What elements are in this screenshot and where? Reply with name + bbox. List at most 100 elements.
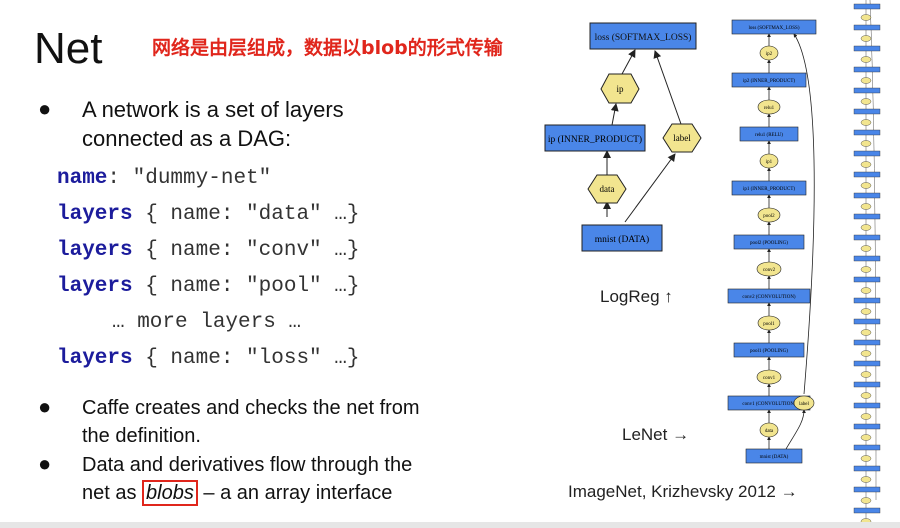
imagenet-blob-node xyxy=(860,224,872,231)
imagenet-layer-node xyxy=(853,3,881,10)
lenet-node-mnist-label: mnist (DATA) xyxy=(760,455,789,460)
lenet-blob-data-label: data xyxy=(765,429,774,434)
imagenet-layer-node xyxy=(853,318,881,325)
code-keyword: layers xyxy=(57,203,133,226)
code-text: { name: "conv" …} xyxy=(132,239,360,262)
code-keyword: layers xyxy=(57,239,133,262)
lenet-blob-conv2 xyxy=(756,261,782,277)
imagenet-blob-node xyxy=(860,476,872,483)
node-loss-label: loss (SOFTMAX_LOSS) xyxy=(595,32,692,43)
imagenet-layer-node xyxy=(853,297,881,304)
lenet-blob-ip2-label: ip2 xyxy=(766,52,773,57)
logreg-graph: loss (SOFTMAX_LOSS) ip ip (INNER_PRODUCT… xyxy=(544,22,702,252)
imagenet-layer-node xyxy=(853,213,881,220)
code-text: : "dummy-net" xyxy=(107,167,272,190)
imagenet-layer-node xyxy=(853,486,881,493)
imagenet-layer-node xyxy=(853,150,881,157)
imagenet-blob-node xyxy=(860,203,872,210)
lenet-blob-conv1-label: conv1 xyxy=(763,376,776,381)
imagenet-blob-node xyxy=(860,161,872,168)
imagenet-blob-node xyxy=(860,56,872,63)
node-label xyxy=(662,123,702,153)
node-loss xyxy=(589,22,697,50)
lenet-blob-ip1 xyxy=(759,153,779,169)
lenet-node-conv2-label: conv2 (CONVOLUTION) xyxy=(742,295,796,300)
lenet-blob-ip1-label: ip1 xyxy=(766,160,773,165)
code-line-layer-pool: layers { name: "pool" …} xyxy=(57,275,359,298)
lenet-blob-label xyxy=(793,395,815,411)
imagenet-layer-node xyxy=(853,402,881,409)
lenet-blob-conv1 xyxy=(756,369,782,385)
lenet-node-ip2 xyxy=(731,72,807,88)
code-line-more: … more layers … xyxy=(112,311,301,334)
code-text: { name: "data" …} xyxy=(132,203,360,226)
imagenet-layer-node xyxy=(853,255,881,262)
lenet-node-mnist xyxy=(745,448,803,464)
imagenet-layer-node xyxy=(853,360,881,367)
code-line-layer-conv: layers { name: "conv" …} xyxy=(57,239,359,262)
lenet-blob-relu1 xyxy=(757,99,781,115)
imagenet-layer-node xyxy=(853,24,881,31)
bullet-line: connected as a DAG: xyxy=(82,126,292,151)
imagenet-blob-node xyxy=(860,119,872,126)
imagenet-blob-node xyxy=(860,434,872,441)
edge-label-loss xyxy=(653,50,682,125)
code-text: { name: "loss" …} xyxy=(132,347,360,370)
imagenet-blob-node xyxy=(860,140,872,147)
caption-imagenet: ImageNet, Krizhevsky 2012 → xyxy=(568,482,798,501)
node-ip-layer xyxy=(544,124,646,152)
imagenet-blob-node xyxy=(860,182,872,189)
imagenet-layer-node xyxy=(853,108,881,115)
lenet-node-pool1 xyxy=(733,342,805,358)
lenet-blob-data xyxy=(759,422,779,438)
bullet-text: Caffe creates and checks the net from th… xyxy=(82,394,512,450)
slide-subtitle: 网络是由层组成，数据以blob的形式传输 xyxy=(152,37,503,59)
bullet-dot: ● xyxy=(38,96,52,121)
node-data-label: data xyxy=(600,184,615,194)
caption-logreg: LogReg ↑ xyxy=(600,287,673,306)
lenet-node-ip1 xyxy=(731,180,807,196)
bullet-text: A network is a set of layers connected a… xyxy=(82,95,512,153)
caption-lenet: LeNet → xyxy=(622,425,690,444)
bullet-dot: ● xyxy=(38,394,52,419)
edge-ip-ipblob xyxy=(610,103,619,126)
imagenet-blob-node xyxy=(860,35,872,42)
bullet-line: the definition. xyxy=(82,425,201,447)
imagenet-blob-node xyxy=(860,371,872,378)
node-mnist xyxy=(581,224,663,252)
bullet-text-prefix: net as xyxy=(82,482,143,504)
code-keyword: layers xyxy=(57,347,133,370)
code-keyword: name xyxy=(57,167,108,190)
node-ip-blob xyxy=(600,73,640,104)
bullet-line: Caffe creates and checks the net from xyxy=(82,397,420,419)
lenet-blob-pool2-label: pool2 xyxy=(763,214,775,219)
bullet-line: A network is a set of layers xyxy=(82,97,344,122)
imagenet-layer-node xyxy=(853,276,881,283)
imagenet-layer-node xyxy=(853,444,881,451)
lenet-graph: loss (SOFTMAX_LOSS) ip2 ip2 (INNER_PRODU… xyxy=(727,19,817,464)
blobs-highlight: blobs xyxy=(142,480,198,506)
lenet-blob-pool2 xyxy=(757,207,781,223)
imagenet-blob-node xyxy=(860,350,872,357)
imagenet-blob-node xyxy=(860,455,872,462)
lenet-node-pool1-label: pool1 (POOLING) xyxy=(750,349,788,354)
imagenet-layer-node xyxy=(853,507,881,514)
lenet-node-relu1-label: relu1 (RELU) xyxy=(755,133,783,138)
imagenet-layer-node xyxy=(853,423,881,430)
code-line-layer-data: layers { name: "data" …} xyxy=(57,203,359,226)
imagenet-graph xyxy=(853,0,881,528)
lenet-blob-relu1-label: relu1 xyxy=(764,106,775,111)
lenet-node-relu1 xyxy=(739,126,799,142)
imagenet-layer-node xyxy=(853,192,881,199)
lenet-node-pool2 xyxy=(733,234,805,250)
lenet-node-ip2-label: ip2 (INNER_PRODUCT) xyxy=(743,79,795,84)
imagenet-blob-node xyxy=(860,14,872,21)
code-line-name: name: "dummy-net" xyxy=(57,167,271,190)
bullet-text-suffix: – a an array interface xyxy=(197,482,393,504)
bullet-text: Data and derivatives flow through the ne… xyxy=(82,451,512,507)
lenet-blob-ip2 xyxy=(759,45,779,61)
node-ip-layer-label: ip (INNER_PRODUCT) xyxy=(548,134,642,145)
lenet-blob-conv2-label: conv2 xyxy=(763,268,776,273)
node-label-text: label xyxy=(673,133,691,143)
